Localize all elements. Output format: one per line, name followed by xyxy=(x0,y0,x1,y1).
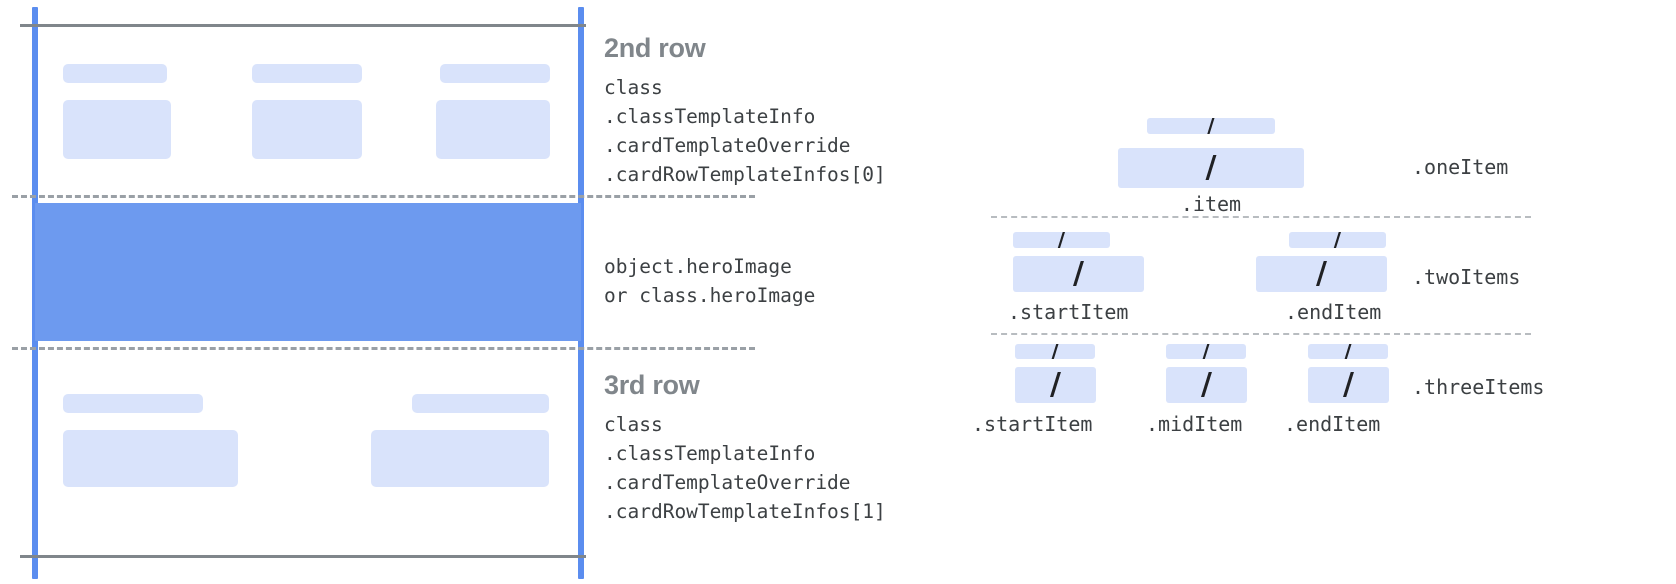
threeitems-enditem-body-box: / xyxy=(1308,367,1389,403)
threeitems-miditem-label: .midItem xyxy=(1146,412,1243,436)
threeitems-miditem-title-box: / xyxy=(1166,344,1246,359)
row2-cell3-body-placeholder xyxy=(436,100,550,159)
row3-cell2-title-placeholder xyxy=(412,394,549,413)
threeitems-startitem-title-box: / xyxy=(1015,344,1095,359)
slash-glyph: / xyxy=(1344,344,1352,359)
slash-glyph: / xyxy=(1201,367,1212,402)
oneitem-item-title-box: / xyxy=(1147,118,1275,134)
right-guide-rail xyxy=(578,7,584,579)
right-separator-1 xyxy=(991,216,1531,218)
right-separator-2 xyxy=(991,333,1531,335)
row3-title: 3rd row xyxy=(604,370,700,400)
threeitems-miditem-body-box: / xyxy=(1166,367,1247,403)
oneitem-item-body-box: / xyxy=(1118,148,1304,188)
row2-cell1-title-placeholder xyxy=(63,64,167,83)
card-top-boundary xyxy=(20,24,586,27)
row-separator-top xyxy=(12,195,755,198)
twoitems-enditem-label: .endItem xyxy=(1285,300,1382,324)
twoitems-startitem-label: .startItem xyxy=(1008,300,1129,324)
slash-glyph: / xyxy=(1205,150,1217,185)
slash-glyph: / xyxy=(1343,367,1354,402)
row3-cell1-title-placeholder xyxy=(63,394,203,413)
row2-cell3-title-placeholder xyxy=(440,64,550,83)
slash-glyph: / xyxy=(1202,344,1210,359)
card-bottom-boundary xyxy=(20,555,586,558)
row2-cell1-body-placeholder xyxy=(63,100,171,159)
threeitems-startitem-body-box: / xyxy=(1015,367,1096,403)
threeitems-startitem-label: .startItem xyxy=(972,412,1093,436)
group-label-threeitems: .threeItems xyxy=(1412,375,1545,399)
group-label-oneitem: .oneItem xyxy=(1412,155,1509,179)
threeitems-enditem-label: .endItem xyxy=(1284,412,1381,436)
threeitems-enditem-title-box: / xyxy=(1308,344,1388,359)
twoitems-startitem-title-box: / xyxy=(1013,232,1110,248)
group-label-twoitems: .twoItems xyxy=(1412,265,1521,289)
row3-code: class .classTemplateInfo .cardTemplateOv… xyxy=(604,413,886,523)
slash-glyph: / xyxy=(1050,367,1061,402)
oneitem-item-label: .item xyxy=(1180,192,1242,216)
slash-glyph: / xyxy=(1073,256,1084,291)
row3-cell2-body-placeholder xyxy=(371,430,549,487)
twoitems-enditem-title-box: / xyxy=(1289,232,1386,248)
row2-cell2-title-placeholder xyxy=(252,64,362,83)
twoitems-enditem-body-box: / xyxy=(1256,256,1387,292)
hero-image-band xyxy=(35,203,581,341)
hero-code: object.heroImage or class.heroImage xyxy=(604,255,816,307)
twoitems-startitem-body-box: / xyxy=(1013,256,1144,292)
slash-glyph: / xyxy=(1316,256,1327,291)
row2-cell2-body-placeholder xyxy=(252,100,362,159)
slash-glyph: / xyxy=(1057,232,1066,248)
row2-code: class .classTemplateInfo .cardTemplateOv… xyxy=(604,76,886,186)
row2-title: 2nd row xyxy=(604,33,706,63)
row-separator-bottom xyxy=(12,347,755,350)
slash-glyph: / xyxy=(1333,232,1342,248)
row3-cell1-body-placeholder xyxy=(63,430,238,487)
slash-glyph: / xyxy=(1207,118,1215,134)
slash-glyph: / xyxy=(1051,344,1059,359)
